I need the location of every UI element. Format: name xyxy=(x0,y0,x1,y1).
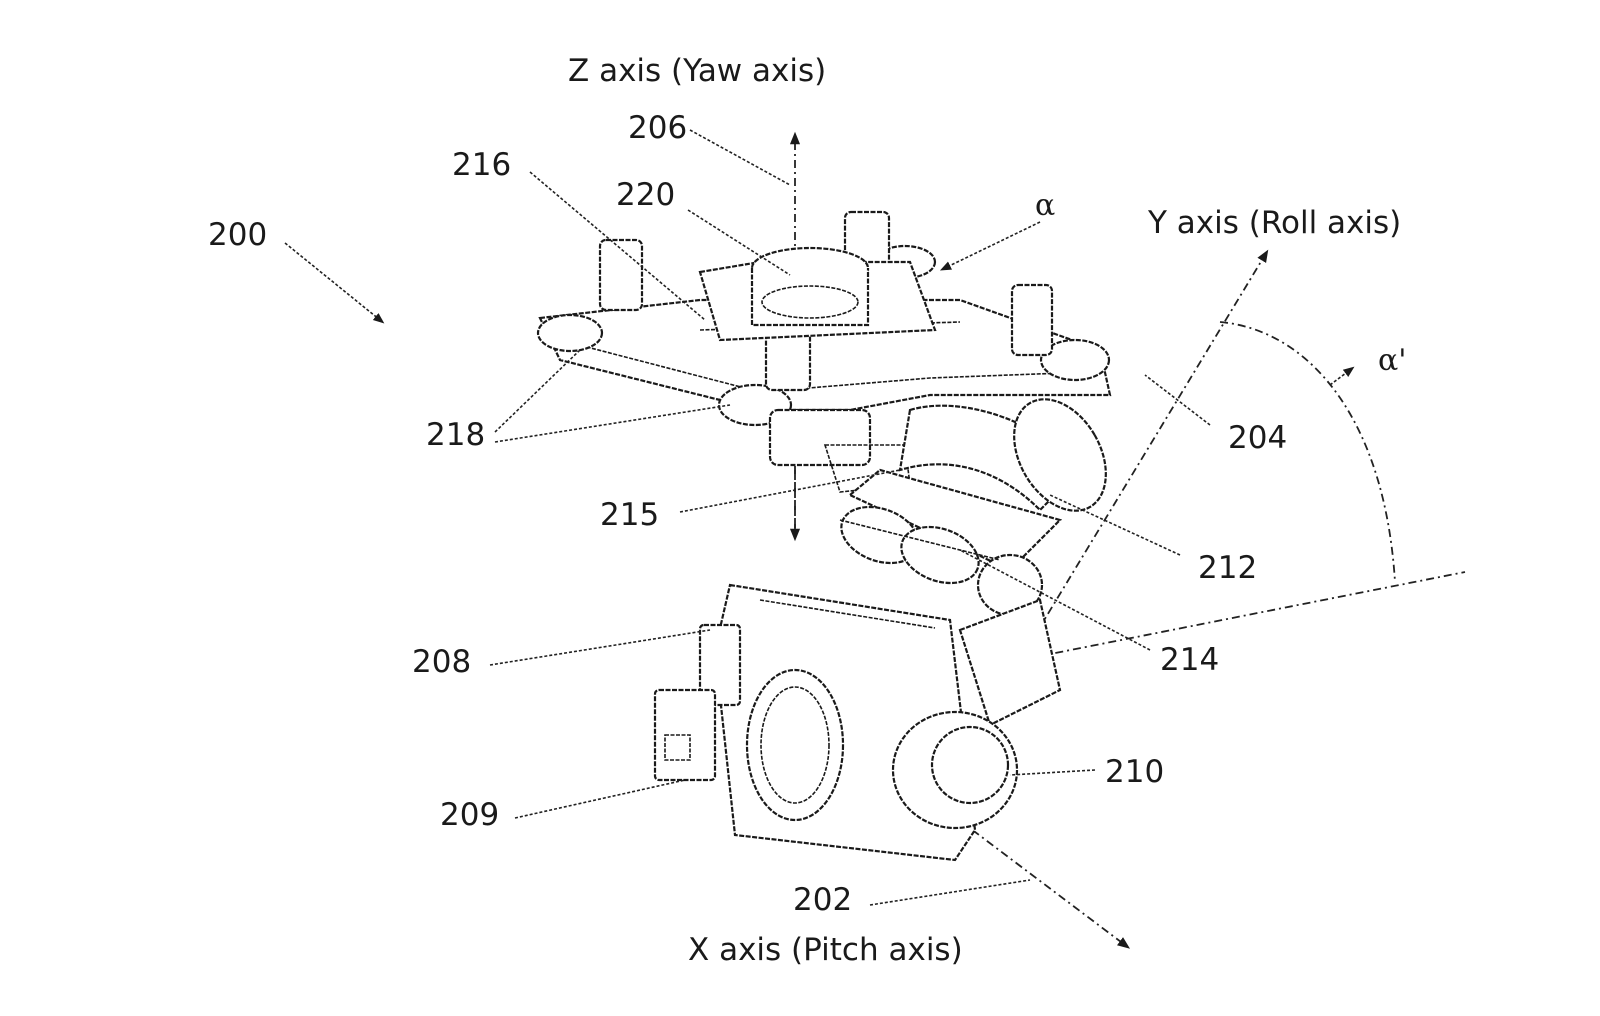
z-axis-label: Z axis (Yaw axis) xyxy=(568,53,826,89)
ref-204: 204 xyxy=(1228,420,1287,456)
yaw-motor-housing xyxy=(698,246,937,342)
damper-balls xyxy=(536,244,1111,427)
alpha-label: α xyxy=(1035,188,1055,223)
camera-lens xyxy=(745,668,845,822)
ref-214: 214 xyxy=(1160,642,1219,678)
ref-216: 216 xyxy=(452,147,511,183)
ref-215: 215 xyxy=(600,497,659,533)
side-connectors xyxy=(653,623,742,782)
roll-motor-cylinders xyxy=(839,505,1044,617)
yaw-motor-lower xyxy=(768,408,911,493)
y-axis-label: Y axis (Roll axis) xyxy=(1147,205,1401,241)
pitch-motor xyxy=(891,710,1019,830)
ref-200: 200 xyxy=(208,217,267,253)
ref-209: 209 xyxy=(440,797,499,833)
ref-220: 220 xyxy=(616,177,675,213)
ref-218: 218 xyxy=(426,417,485,453)
alpha-prime-label: α' xyxy=(1378,343,1407,378)
ref-212: 212 xyxy=(1198,550,1257,586)
x-axis-label: X axis (Pitch axis) xyxy=(688,932,963,968)
y-axis-line xyxy=(1019,249,1269,661)
leader-lines xyxy=(284,129,1355,906)
ref-206: 206 xyxy=(628,110,687,146)
ref-202: 202 xyxy=(793,882,852,918)
ref-208: 208 xyxy=(412,644,471,680)
ref-210: 210 xyxy=(1105,754,1164,790)
horizontal-reference-line xyxy=(1019,571,1466,661)
